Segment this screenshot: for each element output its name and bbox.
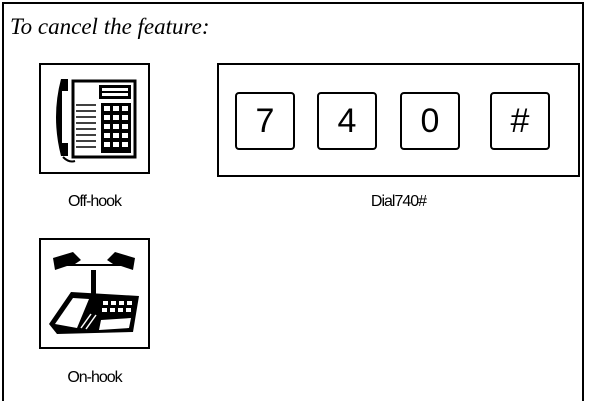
on-hook-label: On-hook <box>67 369 122 386</box>
dial-sequence-panel: 7 4 0 # <box>217 63 580 177</box>
dial-key-hash: # <box>490 92 550 150</box>
instruction-heading: To cancel the feature: <box>10 14 210 39</box>
dial-label: Dial740# <box>370 193 427 210</box>
dial-key-7: 7 <box>235 92 295 150</box>
on-hook-phone-icon <box>39 238 150 349</box>
instruction-frame <box>2 2 584 401</box>
dial-key-4: 4 <box>317 92 377 150</box>
dial-key-0: 0 <box>400 92 460 150</box>
off-hook-phone-icon <box>39 63 150 174</box>
off-hook-label: Off-hook <box>67 193 122 210</box>
